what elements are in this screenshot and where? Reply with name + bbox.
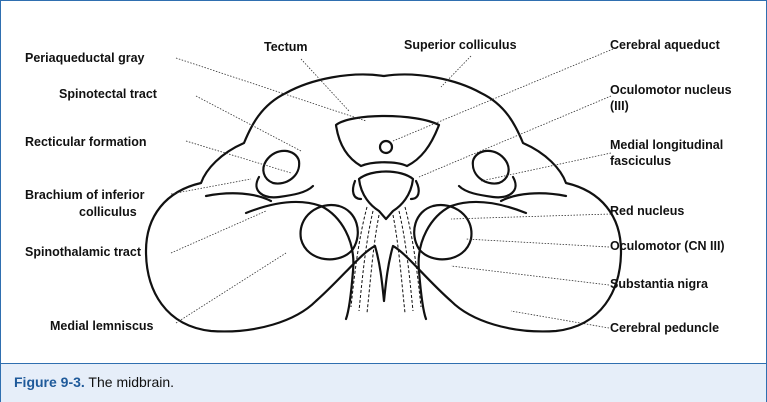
label-oculomotor-nucleus: Oculomotor nucleus — [610, 83, 732, 98]
label-recticular-formation: Recticular formation — [25, 135, 147, 150]
label-cerebral-aqueduct: Cerebral aqueduct — [610, 38, 720, 53]
label-medial-longitudinal: Medial longitudinal — [610, 138, 723, 153]
label-oculomotor-nucleus-number: (III) — [610, 99, 629, 114]
oculomotor-nucleus-shape — [359, 172, 413, 220]
label-periaqueductal-gray: Periaqueductal gray — [25, 51, 145, 66]
right-brachium-shape — [473, 151, 509, 184]
midbrain-outline — [146, 75, 621, 332]
label-cerebral-peduncle: Cerebral peduncle — [610, 321, 719, 336]
figure-number: Figure 9-3. — [14, 374, 85, 390]
midbrain-diagram: Tectum Superior colliculus Cerebral aque… — [1, 1, 766, 363]
label-red-nucleus: Red nucleus — [610, 204, 684, 219]
figure-caption-text: The midbrain. — [85, 374, 174, 390]
label-tectum: Tectum — [264, 40, 308, 55]
left-substantia-nigra — [246, 202, 353, 319]
label-spinothalamic-tract: Spinothalamic tract — [25, 245, 141, 260]
label-superior-colliculus: Superior colliculus — [404, 38, 517, 53]
left-red-nucleus — [301, 205, 358, 259]
label-brachium-inferior-colliculus-2: colliculus — [79, 205, 137, 220]
right-red-nucleus — [414, 205, 471, 259]
label-medial-lemniscus: Medial lemniscus — [50, 319, 154, 334]
label-medial-longitudinal-2: fasciculus — [610, 154, 671, 169]
label-oculomotor-cn: Oculomotor (CN III) — [610, 239, 725, 254]
cerebral-aqueduct-shape — [380, 141, 392, 153]
left-brachium-shape — [263, 151, 299, 184]
label-brachium-inferior-colliculus: Brachium of inferior — [25, 188, 144, 203]
label-spinotectal-tract: Spinotectal tract — [59, 87, 157, 102]
figure-caption: Figure 9-3. The midbrain. — [14, 374, 174, 390]
label-substantia-nigra: Substantia nigra — [610, 277, 708, 292]
right-substantia-nigra — [419, 202, 526, 319]
figure-caption-bar: Figure 9-3. The midbrain. — [1, 363, 766, 402]
